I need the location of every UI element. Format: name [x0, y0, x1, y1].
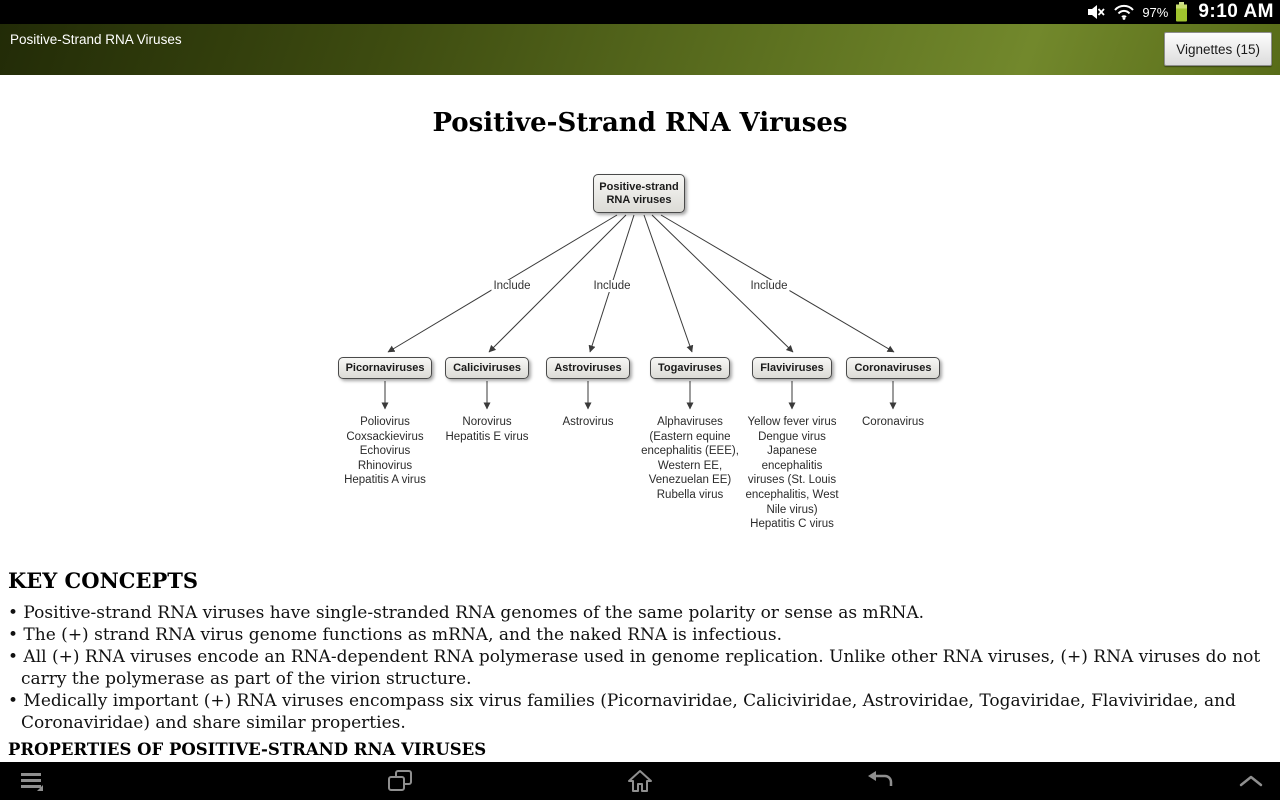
app-title: Positive-Strand RNA Viruses	[10, 32, 182, 47]
family-column-picornaviruses: Picornaviruses Poliovirus Coxsackievirus…	[320, 357, 450, 488]
family-column-caliciviruses: Caliciviruses Norovirus Hepatitis E viru…	[422, 357, 552, 444]
family-members: Poliovirus Coxsackievirus Echovirus Rhin…	[344, 416, 426, 487]
clock: 9:10 AM	[1198, 1, 1274, 22]
back-icon	[865, 769, 895, 793]
recent-apps-button[interactable]	[370, 762, 430, 800]
family-node: Astroviruses	[546, 357, 630, 379]
action-bar: Positive-Strand RNA Viruses Vignettes (1…	[0, 24, 1280, 75]
home-icon	[626, 768, 654, 794]
chevron-up-icon	[1238, 774, 1264, 788]
include-label: Include	[591, 280, 633, 292]
family-column-togaviruses: Togaviruses Alphaviruses (Eastern equine…	[625, 357, 755, 503]
recent-apps-icon	[386, 768, 414, 794]
family-column-flaviviruses: Flaviviruses Yellow fever virus Dengue v…	[727, 357, 857, 532]
mute-icon	[1086, 3, 1106, 21]
vignettes-button-label: Vignettes (15)	[1176, 41, 1260, 57]
key-concepts-heading: KEY CONCEPTS	[8, 568, 199, 593]
include-label: Include	[491, 280, 533, 292]
key-concept-bullet: • All (+) RNA viruses encode an RNA-depe…	[8, 647, 1261, 689]
battery-icon	[1175, 2, 1188, 22]
navigation-bar	[0, 762, 1280, 800]
family-members: Norovirus Hepatitis E virus	[445, 416, 529, 443]
menu-icon	[18, 769, 46, 793]
include-label: Include	[748, 280, 790, 292]
family-column-astroviruses: Astroviruses Astrovirus	[523, 357, 653, 430]
status-bar: 97% 9:10 AM	[0, 0, 1280, 24]
key-concept-bullet: • The (+) strand RNA virus genome functi…	[8, 625, 782, 645]
family-node: Flaviviruses	[752, 357, 832, 379]
family-members: Astrovirus	[562, 416, 614, 428]
back-button[interactable]	[850, 762, 910, 800]
family-column-coronaviruses: Coronaviruses Coronavirus	[828, 357, 958, 430]
family-node: Caliciviruses	[445, 357, 529, 379]
wifi-icon	[1113, 3, 1135, 21]
battery-percent: 97%	[1142, 4, 1169, 20]
family-node: Coronaviruses	[846, 357, 940, 379]
key-concept-bullet: • Medically important (+) RNA viruses en…	[8, 691, 1236, 733]
content-scroll-area[interactable]: Positive-Strand RNA Viruses	[0, 75, 1280, 762]
family-members: Coronavirus	[862, 416, 924, 428]
family-node: Togaviruses	[650, 357, 730, 379]
key-concepts-list: • Positive-strand RNA viruses have singl…	[8, 602, 1272, 734]
family-members: Alphaviruses (Eastern equine encephaliti…	[641, 416, 739, 501]
vignettes-button[interactable]: Vignettes (15)	[1164, 32, 1272, 66]
properties-heading: PROPERTIES OF POSITIVE-STRAND RNA VIRUSE…	[8, 740, 487, 759]
virus-family-diagram: Positive-strand RNA viruses Include Incl…	[0, 169, 1280, 539]
page-title: Positive-Strand RNA Viruses	[432, 108, 848, 138]
key-concept-bullet: • Positive-strand RNA viruses have singl…	[8, 603, 924, 623]
root-node: Positive-strand RNA viruses	[593, 174, 685, 213]
family-members: Yellow fever virus Dengue virus Japanese…	[745, 416, 839, 531]
home-button[interactable]	[610, 762, 670, 800]
family-node: Picornaviruses	[337, 357, 433, 379]
collapse-navbar-button[interactable]	[1224, 762, 1278, 800]
menu-button[interactable]	[2, 762, 62, 800]
